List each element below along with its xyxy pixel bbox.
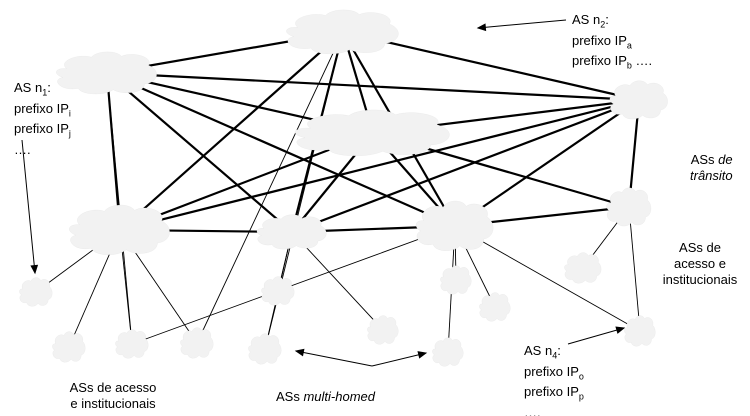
access-left-line2: e institucionais <box>70 396 156 411</box>
access-link <box>196 31 344 344</box>
as-cloud-tr <box>609 80 669 120</box>
transit-link <box>106 71 640 102</box>
transit-link <box>454 99 640 227</box>
multihomed-label: ASs multi-homed <box>276 389 375 405</box>
as-cloud-b3 <box>180 327 214 359</box>
access-left-label: ASs de acesso e institucionais <box>48 380 178 412</box>
as2-label: AS n2: prefixo IPa prefixo IPb …. <box>572 12 652 74</box>
multihomed-arrow-right <box>371 351 428 367</box>
as-cloud-mid <box>293 108 451 158</box>
as2-title: AS n <box>572 12 601 27</box>
as2-prefix-a: prefixo IP <box>572 32 627 48</box>
as2-title-sub: 2 <box>600 19 606 30</box>
as-cloud-b1 <box>52 331 86 363</box>
as-cloud-r <box>415 200 494 252</box>
transit-link <box>106 72 293 233</box>
as-cloud-s2 <box>261 276 295 306</box>
as4-title-sub: 4 <box>552 350 558 361</box>
multihomed-italic: multi-homed <box>303 389 375 404</box>
as4-title-end: : <box>557 343 561 358</box>
transit-link <box>342 30 640 102</box>
access-right-line3: institucionais <box>662 272 738 287</box>
transit-link <box>119 31 344 231</box>
multihomed-arrow-left <box>294 348 373 367</box>
transit-italic-de: de <box>718 152 733 167</box>
as1-label: AS n1: prefixo IPi prefixo IPj …. <box>14 80 71 158</box>
as1-title: AS n <box>14 80 43 95</box>
access-right-line1: ASs de <box>679 240 721 255</box>
access-link <box>454 225 641 332</box>
as-cloud-b6 <box>432 337 464 367</box>
as1-prefix-i-sub: i <box>68 108 71 119</box>
as-cloud-m <box>256 214 328 250</box>
access-right-label: ASs de acesso e institucionais <box>652 240 748 288</box>
as2-prefix-a-sub: a <box>626 40 632 51</box>
as4-prefix-p-sub: p <box>578 391 584 402</box>
as-cloud-b4 <box>248 333 282 365</box>
as2-prefix-b: prefixo IP <box>572 53 627 69</box>
as1-prefix-i: prefixo IP <box>14 100 69 116</box>
as1-dots: …. <box>14 141 31 157</box>
access-link <box>291 231 384 331</box>
access-link <box>131 225 456 345</box>
as4-prefix-o-sub: o <box>578 371 584 382</box>
as4-arrow <box>567 326 626 345</box>
transit-label: ASs de trânsito <box>690 152 733 184</box>
as4-prefix-p: prefixo IP <box>524 384 579 400</box>
as-cloud-s5 <box>479 292 511 322</box>
access-left-line1: ASs de acesso <box>69 380 157 395</box>
as1-prefix-j-sub: j <box>68 128 71 139</box>
as1-title-sub: 1 <box>42 87 48 98</box>
as-cloud-b2 <box>115 329 149 359</box>
as-cloud-tl <box>55 50 158 95</box>
transit-italic-transito: trânsito <box>690 168 733 183</box>
as-cloud-s1 <box>19 277 53 307</box>
as4-prefix-o: prefixo IP <box>524 363 579 379</box>
as-cloud-top <box>285 8 400 55</box>
as2-title-end: : <box>605 12 609 27</box>
as4-dots: …. <box>524 404 541 416</box>
as-cloud-b5 <box>367 315 399 345</box>
as2-prefix-b-end: …. <box>631 53 653 69</box>
access-link <box>628 206 641 332</box>
as4-label: AS n4: prefixo IPo prefixo IPp …. <box>524 343 584 416</box>
transit-link <box>119 98 640 232</box>
as2-prefix-b-sub: b <box>626 60 632 71</box>
as2-arrow <box>476 19 567 32</box>
transit-link <box>106 71 456 228</box>
as-cloud-s3 <box>564 252 602 284</box>
access-right-line2: acesso e <box>673 256 727 271</box>
as4-title: AS n <box>524 343 553 358</box>
as1-arrow <box>21 139 39 275</box>
multihomed-prefix: ASs <box>276 389 304 404</box>
transit-prefix: ASs <box>690 152 719 167</box>
as-cloud-b7 <box>624 315 656 347</box>
as1-prefix-j: prefixo IP <box>14 121 69 137</box>
as-cloud-l <box>68 204 171 256</box>
as-cloud-s4 <box>440 265 472 295</box>
transit-link <box>291 98 640 234</box>
as-cloud-rr <box>606 187 652 227</box>
as1-title-end: : <box>47 80 51 95</box>
